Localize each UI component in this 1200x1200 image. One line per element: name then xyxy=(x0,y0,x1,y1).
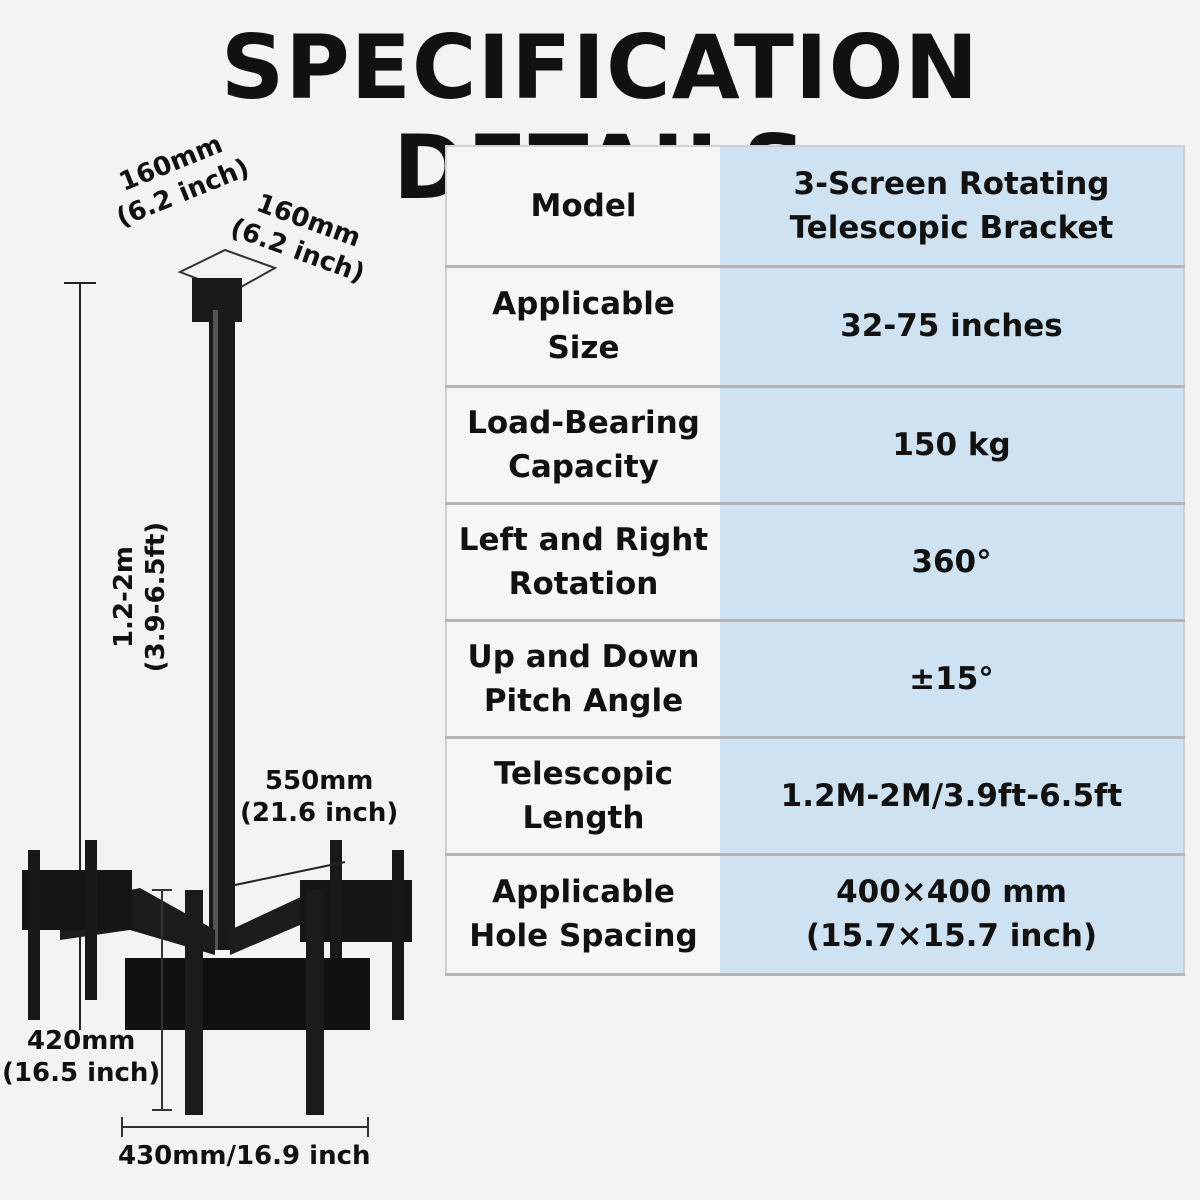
mount-illustration xyxy=(22,248,412,1137)
mount-diagram: 160mm (6.2 inch) 160mm (6.2 inch) 1.2-2m… xyxy=(0,129,440,1200)
spec-label-line: Capacity xyxy=(508,448,659,485)
spec-value-line: Telescopic Bracket xyxy=(789,209,1114,246)
spec-value-line: 400×400 mm xyxy=(836,874,1067,910)
spec-row-telescopic: Telescopic Length 1.2M-2M/3.9ft-6.5ft xyxy=(446,737,1184,856)
bracket-width-dimension: 430mm/16.9 inch xyxy=(118,1141,371,1171)
arm-length-inch: (21.6 inch) xyxy=(240,798,399,828)
spec-value: 150 kg xyxy=(719,386,1184,505)
spec-table: Model 3-Screen Rotating Telescopic Brack… xyxy=(445,145,1185,976)
spec-label-line: Pitch Angle xyxy=(483,682,684,719)
spec-label-line: Up and Down xyxy=(467,638,700,675)
spec-row-rotation: Left and Right Rotation 360° xyxy=(446,503,1184,622)
spec-label: Model xyxy=(446,146,720,268)
spec-label: Applicable Hole Spacing xyxy=(446,854,720,976)
spec-label: Left and Right Rotation xyxy=(446,503,720,622)
bracket-height-inch: (16.5 inch) xyxy=(2,1058,161,1088)
spec-label-line: Rotation xyxy=(508,565,659,602)
spec-label-line: Applicable xyxy=(492,874,675,910)
pole-height-dimension: 1.2-2m (3.9-6.5ft) xyxy=(108,517,172,677)
bracket-height-mm: 420mm xyxy=(26,1026,136,1056)
spec-value-line: (15.7×15.7 inch) xyxy=(805,918,1098,954)
spec-value-line: 3-Screen Rotating xyxy=(793,165,1110,202)
arm-length-dimension: 550mm (21.6 inch) xyxy=(240,765,398,829)
arm-length-mm: 550mm xyxy=(264,766,374,796)
spec-label-line: Length xyxy=(522,799,645,836)
spec-value: 400×400 mm (15.7×15.7 inch) xyxy=(719,854,1184,976)
spec-label: Telescopic Length xyxy=(446,737,720,856)
spec-row-model: Model 3-Screen Rotating Telescopic Brack… xyxy=(446,146,1184,268)
spec-value: 360° xyxy=(719,503,1184,622)
spec-label-line: Applicable xyxy=(492,286,675,322)
spec-row-load: Load-Bearing Capacity 150 kg xyxy=(446,386,1184,505)
spec-row-size: Applicable Size 32-75 inches xyxy=(446,266,1184,388)
spec-label: Load-Bearing Capacity xyxy=(446,386,720,505)
spec-label: Up and Down Pitch Angle xyxy=(446,620,720,739)
spec-value: 3-Screen Rotating Telescopic Bracket xyxy=(719,146,1184,268)
spec-value: ±15° xyxy=(719,620,1184,739)
spec-value: 32-75 inches xyxy=(719,266,1184,388)
spec-row-hole-spacing: Applicable Hole Spacing 400×400 mm (15.7… xyxy=(446,854,1184,976)
pole-height-ft: (3.9-6.5ft) xyxy=(141,521,171,673)
bracket-height-dimension: 420mm (16.5 inch) xyxy=(2,1025,160,1089)
spec-label: Applicable Size xyxy=(446,266,720,388)
spec-label-line: Telescopic xyxy=(493,755,673,792)
spec-label-line: Load-Bearing xyxy=(467,404,700,441)
spec-value: 1.2M-2M/3.9ft-6.5ft xyxy=(719,737,1184,856)
pole-height-m: 1.2-2m xyxy=(109,545,139,649)
spec-label-line: Left and Right xyxy=(458,521,709,558)
spec-label-line: Size xyxy=(547,330,620,366)
spec-row-pitch: Up and Down Pitch Angle ±15° xyxy=(446,620,1184,739)
spec-label-line: Hole Spacing xyxy=(469,918,698,954)
